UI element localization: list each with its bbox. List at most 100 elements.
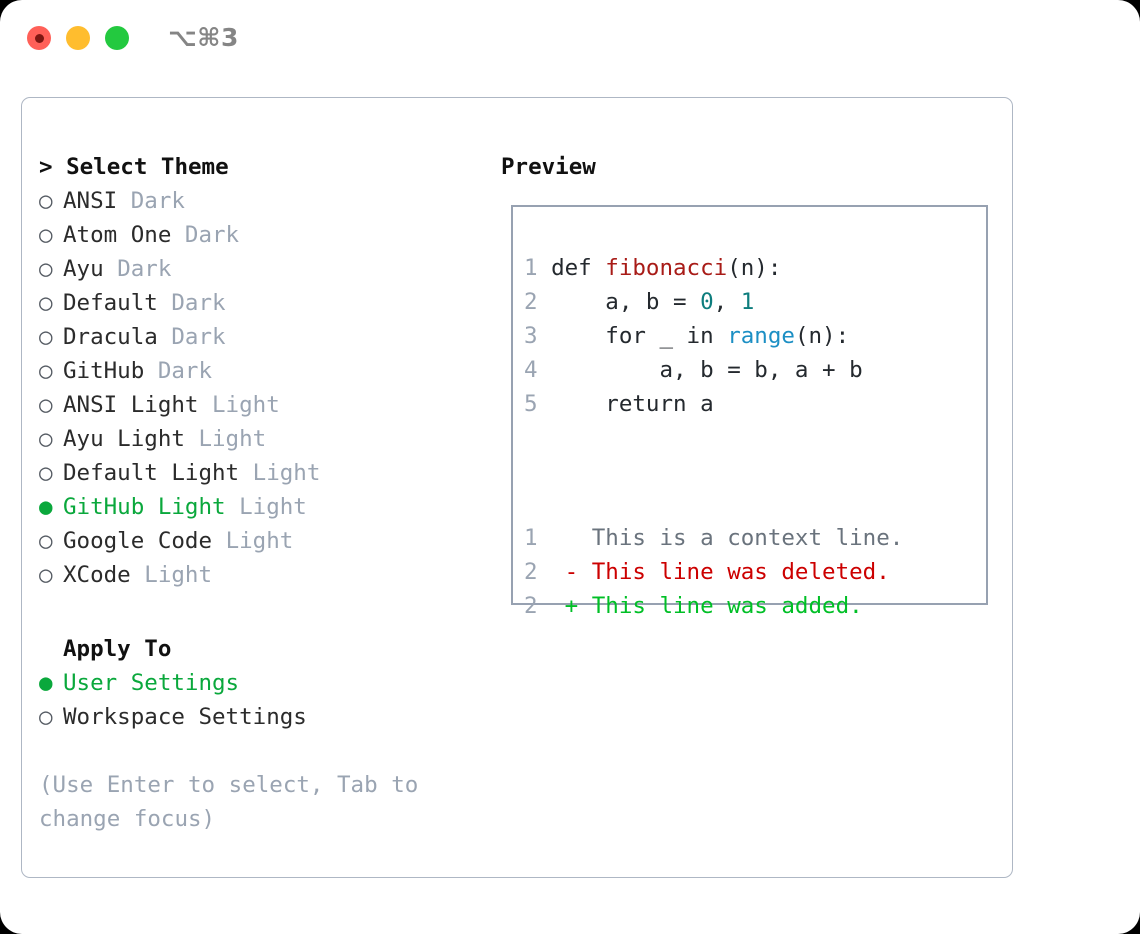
radio-unselected-icon: ○ bbox=[39, 460, 53, 486]
diff-sample: 1 This is a context line. 2 - This line w… bbox=[524, 521, 903, 623]
diff-text: This is a context line. bbox=[578, 525, 904, 551]
radio-unselected-icon: ○ bbox=[39, 324, 53, 350]
code-token: (n): bbox=[727, 255, 782, 281]
code-token: a, b = b, a + b bbox=[551, 357, 863, 383]
theme-list-item[interactable]: ○ ANSI Dark bbox=[39, 184, 479, 218]
theme-kind-label: Light bbox=[225, 528, 294, 554]
theme-kind-label: Dark bbox=[130, 188, 185, 214]
code-token: def bbox=[551, 255, 606, 281]
theme-list-item[interactable]: ○ ANSI Light Light bbox=[39, 388, 479, 422]
line-number: 3 bbox=[524, 323, 552, 349]
radio-unselected-icon: ○ bbox=[39, 358, 53, 384]
theme-name-label: Dracula bbox=[63, 324, 172, 350]
radio-unselected-icon: ○ bbox=[39, 562, 53, 588]
theme-list-item[interactable]: ○ Ayu Dark bbox=[39, 252, 479, 286]
apply-to-label: User Settings bbox=[63, 670, 240, 696]
diff-marker bbox=[565, 525, 579, 551]
close-window-icon[interactable] bbox=[27, 26, 51, 50]
code-token: range bbox=[727, 323, 795, 349]
code-line: 2 a, b = 0, 1 bbox=[524, 285, 863, 319]
theme-kind-label: Light bbox=[252, 460, 321, 486]
theme-list-item[interactable]: ○ XCode Light bbox=[39, 558, 479, 592]
code-token: 0 bbox=[700, 289, 714, 315]
theme-name-label: XCode bbox=[63, 562, 145, 588]
line-number: 2 bbox=[524, 289, 552, 315]
theme-kind-label: Light bbox=[212, 392, 280, 418]
code-token: , bbox=[713, 289, 741, 315]
line-number: 1 bbox=[524, 525, 565, 551]
theme-name-label: GitHub Light bbox=[63, 494, 240, 520]
diff-text: This line was added. bbox=[578, 593, 863, 619]
theme-list-item[interactable]: ○ Ayu Light Light bbox=[39, 422, 479, 456]
theme-name-label: Google Code bbox=[63, 528, 226, 554]
theme-picker-column: Select Theme ○ ANSI Dark ○ Atom One Dark ○ Ay… bbox=[39, 150, 479, 836]
theme-kind-label: Dark bbox=[157, 358, 213, 384]
radio-unselected-icon: ○ bbox=[39, 256, 53, 282]
diff-line: 2 + This line was added. bbox=[524, 589, 903, 623]
apply-to-option[interactable]: ○ Workspace Settings bbox=[39, 700, 479, 734]
line-number: 2 bbox=[524, 559, 565, 585]
code-line: 4 a, b = b, a + b bbox=[524, 353, 863, 387]
theme-kind-label: Dark bbox=[171, 290, 226, 316]
radio-unselected-icon: ○ bbox=[39, 528, 53, 554]
theme-list-item[interactable]: ○Default Dark bbox=[39, 286, 479, 320]
diff-marker: + bbox=[564, 593, 579, 619]
diff-marker: - bbox=[564, 559, 579, 585]
line-number: 4 bbox=[524, 357, 552, 383]
radio-unselected-icon: ○ bbox=[39, 392, 53, 418]
dialog-panel: Select Theme ○ ANSI Dark ○ Atom One Dark ○ Ay… bbox=[21, 97, 1013, 878]
theme-name-label: Default Light bbox=[63, 460, 253, 486]
apply-to-block: Apply To ● User Settings ○ Workspace Settin… bbox=[39, 632, 479, 734]
diff-text: This line was deleted. bbox=[578, 559, 890, 585]
window-controls bbox=[27, 26, 129, 50]
theme-name-label: ANSI Light bbox=[63, 392, 213, 418]
radio-unselected-icon: ○ bbox=[39, 704, 53, 730]
theme-kind-label: Dark bbox=[184, 222, 240, 248]
theme-list-item[interactable]: ● GitHub Light Light bbox=[39, 490, 479, 524]
code-token: for _ in bbox=[551, 323, 728, 349]
theme-name-label: Ayu bbox=[63, 256, 118, 282]
radio-unselected-icon: ○ bbox=[39, 222, 53, 248]
apply-to-option[interactable]: ● User Settings bbox=[39, 666, 479, 700]
page-title: Select Theme bbox=[39, 150, 479, 184]
apply-to-list: ● User Settings ○ Workspace Settings bbox=[39, 666, 479, 734]
maximize-window-icon[interactable] bbox=[105, 26, 129, 50]
line-number: 2 bbox=[524, 593, 565, 619]
theme-list-item[interactable]: ○ Atom One Dark bbox=[39, 218, 479, 252]
theme-kind-label: Dark bbox=[117, 256, 172, 282]
theme-list-item[interactable]: ○ Dracula Dark bbox=[39, 320, 479, 354]
theme-name-label: Default bbox=[63, 290, 172, 316]
theme-kind-label: Dark bbox=[171, 324, 226, 350]
radio-unselected-icon: ○ bbox=[39, 188, 53, 214]
preview-heading: Preview bbox=[501, 154, 596, 180]
minimize-window-icon[interactable] bbox=[66, 26, 90, 50]
radio-unselected-icon: ○ bbox=[39, 426, 53, 452]
theme-list: ○ANSI Dark○Atom One Dark○Ayu Dark○Defaul… bbox=[39, 184, 479, 592]
theme-list-item[interactable]: ○GitHub Dark bbox=[39, 354, 479, 388]
theme-name-label: Atom One bbox=[63, 222, 185, 248]
line-number: 5 bbox=[524, 391, 552, 417]
theme-name-label: Ayu Light bbox=[63, 426, 199, 452]
code-line: 5 return a bbox=[524, 387, 863, 421]
theme-kind-label: Light bbox=[144, 562, 213, 588]
code-token: 1 bbox=[740, 289, 755, 315]
code-token: return a bbox=[551, 391, 714, 417]
apply-to-heading: Apply To bbox=[63, 636, 172, 662]
radio-selected-icon: ● bbox=[39, 670, 53, 696]
code-token: fibonacci bbox=[605, 255, 728, 281]
theme-list-item[interactable]: ○ Google Code Light bbox=[39, 524, 479, 558]
theme-kind-label: Light bbox=[239, 494, 307, 520]
radio-selected-icon: ● bbox=[39, 494, 53, 520]
keyboard-hint-text: (Use Enter to select, Tab to change focu… bbox=[39, 772, 432, 832]
theme-list-item[interactable]: ○ Default Light Light bbox=[39, 456, 479, 490]
code-line: 3 for _ in range(n): bbox=[524, 319, 863, 353]
code-token: a, b = bbox=[551, 289, 701, 315]
preview-column: Preview 1 def fibonacci(n):2 a, b = 0, 1… bbox=[501, 150, 1001, 619]
apply-to-label: Workspace Settings bbox=[63, 704, 307, 730]
diff-line: 1 This is a context line. bbox=[524, 521, 903, 555]
theme-kind-label: Light bbox=[198, 426, 267, 452]
theme-name-label: ANSI bbox=[63, 188, 131, 214]
code-line: 1 def fibonacci(n): bbox=[524, 251, 863, 285]
